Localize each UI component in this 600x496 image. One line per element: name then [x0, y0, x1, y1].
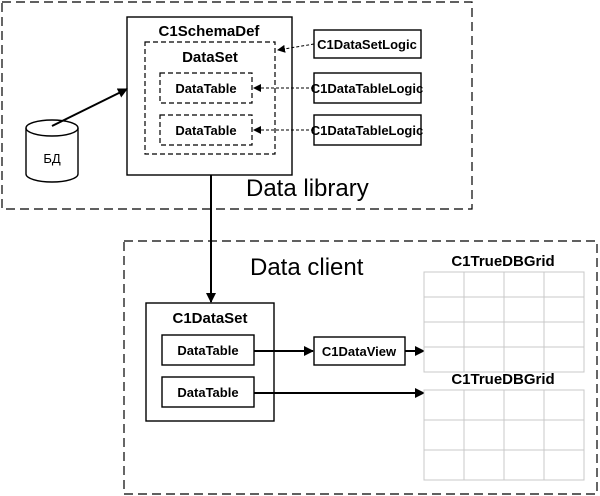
schema-datatable-1: [159, 72, 253, 104]
client-datatable-1-label: DataTable: [177, 343, 238, 358]
truedbgrid-2: [423, 389, 585, 481]
client-datatable-1: [161, 334, 255, 366]
schema-datatable-1-label: DataTable: [175, 81, 236, 96]
truedbgrid-1-title: C1TrueDBGrid: [451, 253, 554, 270]
c1datasetlogic-label: C1DataSetLogic: [317, 37, 417, 52]
truedbgrid-2-title: C1TrueDBGrid: [451, 371, 554, 388]
c1datatablelogic-label-2: C1DataTableLogic: [311, 123, 423, 138]
arrow-datasetlogic-to-dataset: [277, 43, 315, 53]
database-cylinder: БД: [25, 119, 79, 183]
c1datasetlogic-box: [313, 29, 422, 59]
schema-datatable-2-label: DataTable: [175, 123, 236, 138]
dataset-title: DataSet: [182, 49, 238, 66]
database-label: БД: [43, 151, 61, 166]
truedbgrid-1: [423, 271, 585, 373]
data-library-region: [1, 1, 473, 210]
client-datatable-2-label: DataTable: [177, 385, 238, 400]
data-library-label: Data library: [246, 175, 369, 202]
c1datatablelogic-box-2: [313, 114, 422, 146]
c1dataset-title: C1DataSet: [172, 310, 247, 327]
c1dataview-label: C1DataView: [322, 344, 397, 359]
c1datatablelogic-label-1: C1DataTableLogic: [311, 81, 423, 96]
c1schemadef-title: C1SchemaDef: [159, 23, 261, 40]
data-client-label: Data client: [250, 254, 364, 281]
client-datatable-2: [161, 376, 255, 408]
schema-datatable-2: [159, 114, 253, 146]
arrow-db-to-schema: [51, 88, 128, 127]
